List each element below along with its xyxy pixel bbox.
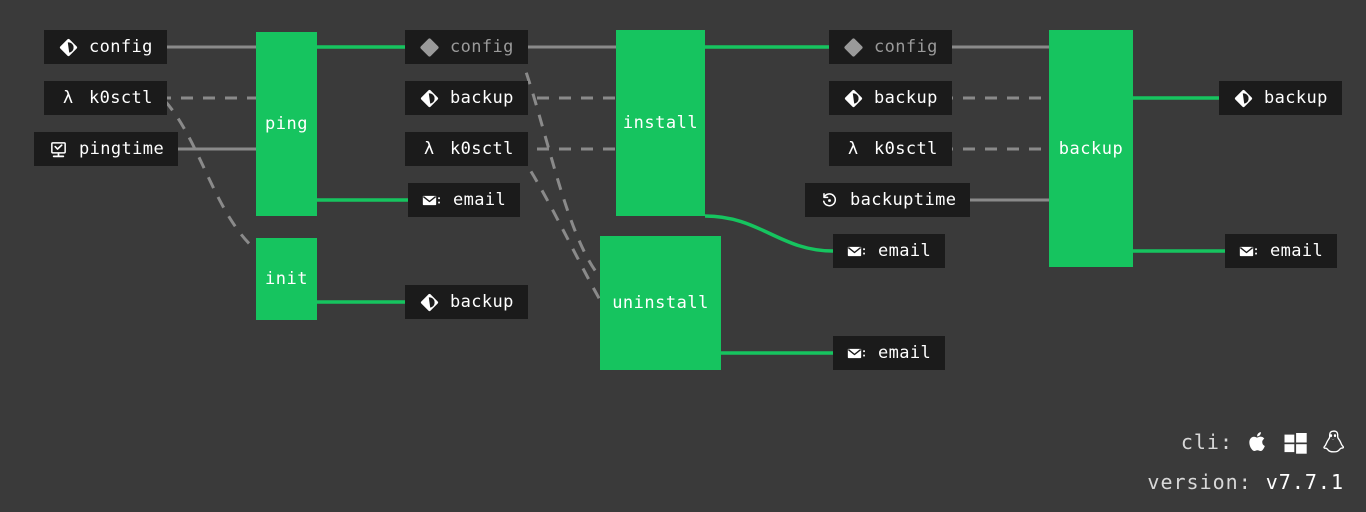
node-config-1-label: config	[89, 36, 153, 57]
process-init-label: init	[265, 269, 308, 289]
node-pingtime-label: pingtime	[79, 138, 165, 159]
node-email-2-label: email	[453, 189, 507, 210]
wire-k0sctl2-uninstall	[517, 152, 602, 301]
node-backup-out-label: backup	[1264, 87, 1328, 108]
node-email-out-label: email	[1270, 240, 1324, 261]
node-backuptime[interactable]: backuptime	[805, 183, 971, 217]
config-icon	[843, 37, 863, 57]
email-icon	[422, 190, 442, 210]
history-icon	[819, 190, 839, 210]
node-backuptime-label: backuptime	[850, 189, 957, 210]
node-pingtime[interactable]: pingtime	[34, 132, 179, 166]
linux-penguin-icon	[1322, 429, 1344, 456]
email-icon	[1239, 241, 1259, 261]
node-k0sctl-1[interactable]: λ k0sctl	[44, 81, 167, 115]
node-backup-3[interactable]: backup	[829, 81, 952, 115]
legend-platform-icons	[1247, 429, 1344, 456]
node-backup-out[interactable]: backup	[1219, 81, 1342, 115]
process-uninstall[interactable]: uninstall	[600, 236, 721, 370]
node-config-3-label: config	[874, 36, 938, 57]
node-config-3[interactable]: config	[829, 30, 952, 64]
node-email-uninstall[interactable]: email	[833, 336, 946, 370]
process-ping[interactable]: ping	[256, 32, 317, 216]
apple-icon	[1247, 429, 1269, 455]
process-install-label: install	[622, 113, 699, 133]
process-init[interactable]: init	[256, 238, 317, 320]
email-icon	[847, 241, 867, 261]
lambda-icon: λ	[62, 87, 74, 108]
wire-k0sctl1-init	[163, 99, 257, 252]
config-icon	[1233, 88, 1253, 108]
process-uninstall-label: uninstall	[612, 293, 709, 313]
wire-install-email3	[704, 214, 834, 253]
node-backup-init-label: backup	[450, 291, 514, 312]
legend-version-value: v7.7.1	[1265, 470, 1344, 494]
windows-icon	[1283, 430, 1308, 455]
process-ping-label: ping	[265, 114, 308, 134]
config-icon	[419, 88, 439, 108]
node-k0sctl-3-label: k0sctl	[874, 138, 938, 159]
process-backup[interactable]: backup	[1049, 30, 1133, 267]
node-email-out[interactable]: email	[1225, 234, 1338, 268]
process-backup-label: backup	[1058, 138, 1124, 159]
node-k0sctl-3[interactable]: λ k0sctl	[829, 132, 952, 166]
node-email-3[interactable]: email	[833, 234, 946, 268]
node-backup-2[interactable]: backup	[405, 81, 528, 115]
wire-config2-uninstall	[517, 51, 602, 278]
legend-version-label: version:	[1147, 470, 1252, 494]
process-install[interactable]: install	[616, 30, 705, 216]
lambda-icon: λ	[423, 138, 435, 159]
config-icon	[58, 37, 78, 57]
node-backup-2-label: backup	[450, 87, 514, 108]
config-icon	[843, 88, 863, 108]
lambda-icon: λ	[847, 138, 859, 159]
legend: cli:	[1147, 422, 1344, 502]
email-icon	[847, 343, 867, 363]
node-config-2[interactable]: config	[405, 30, 528, 64]
legend-cli-row: cli:	[1147, 422, 1344, 462]
node-email-uninstall-label: email	[878, 342, 932, 363]
node-k0sctl-2[interactable]: λ k0sctl	[405, 132, 528, 166]
node-backup-init[interactable]: backup	[405, 285, 528, 319]
monitor-check-icon	[48, 139, 68, 159]
config-icon	[419, 292, 439, 312]
node-config-1[interactable]: config	[44, 30, 167, 64]
node-email-2[interactable]: email	[408, 183, 521, 217]
node-k0sctl-1-label: k0sctl	[89, 87, 153, 108]
node-backup-3-label: backup	[874, 87, 938, 108]
node-config-2-label: config	[450, 36, 514, 57]
config-icon	[419, 37, 439, 57]
node-k0sctl-2-label: k0sctl	[450, 138, 514, 159]
legend-cli-label: cli:	[1180, 430, 1233, 454]
legend-version-row: version: v7.7.1	[1147, 462, 1344, 502]
node-email-3-label: email	[878, 240, 932, 261]
